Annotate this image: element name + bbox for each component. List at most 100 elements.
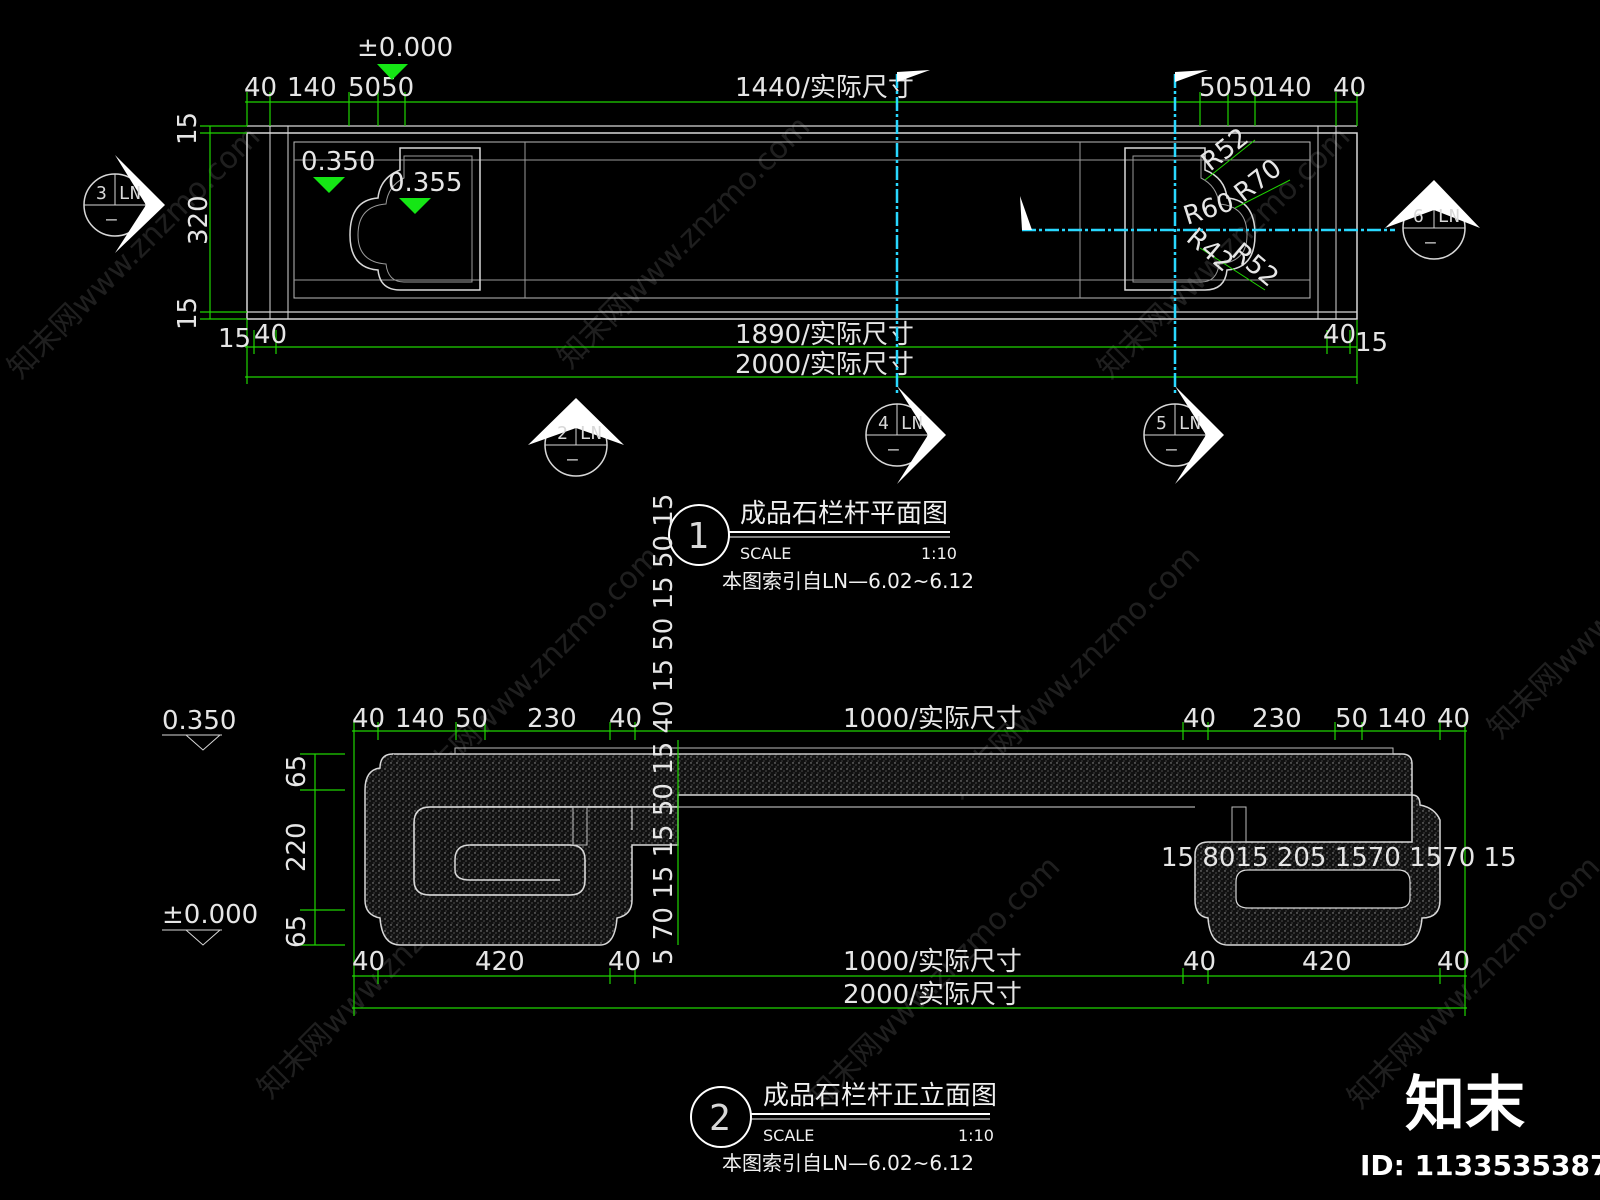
plan-dim-140: 140 <box>287 73 337 103</box>
elev-dim: 40 <box>608 947 641 977</box>
plan-dim-5050-right: 5050 <box>1199 73 1265 103</box>
elev-dim: 40 <box>352 704 385 734</box>
plan-scale-value: 1:10 <box>921 544 957 563</box>
elevation-top-rail <box>392 753 1413 808</box>
brand-id: ID: 1133535387 <box>1360 1149 1600 1182</box>
plan-dim-15-top: 15 <box>173 112 203 145</box>
elevation-scale-value: 1:10 <box>958 1126 994 1145</box>
svg-text:—: — <box>567 449 578 470</box>
svg-text:2: 2 <box>557 423 568 444</box>
plan-level-0350: 0.350 <box>301 147 375 177</box>
plan-dim-15-br: 15 <box>1355 328 1388 358</box>
elev-level-0350: 0.350 <box>162 706 236 736</box>
plan-dimension-lines <box>200 92 1358 384</box>
plan-dim-15-bl: 15 <box>218 324 251 354</box>
plan-outline <box>246 132 1358 320</box>
elev-dim: 140 <box>1377 704 1427 734</box>
elevation-title-block: 2 成品石栏杆正立面图 SCALE 1:10 本图索引自LN—6.02~6.12 <box>690 1081 997 1175</box>
radius-leaders <box>1199 139 1291 291</box>
plan-title-block: 1 成品石栏杆平面图 SCALE 1:10 本图索引自LN—6.02~6.12 <box>668 499 974 593</box>
section-symbol-2: 2 LN — <box>528 398 624 477</box>
elev-dim: 420 <box>475 947 525 977</box>
elev-level-0000: ±0.000 <box>162 900 258 930</box>
plan-dim-40-right: 40 <box>1333 73 1366 103</box>
elev-dim-65-top: 65 <box>282 755 312 788</box>
elev-dim: 230 <box>527 704 577 734</box>
elev-dim: 140 <box>395 704 445 734</box>
plan-dim-15-bottom: 15 <box>173 297 203 330</box>
svg-text:—: — <box>1166 439 1177 460</box>
elev-dim: 40 <box>1437 947 1470 977</box>
svg-text:5: 5 <box>1156 413 1167 434</box>
level-marker-icon <box>313 177 345 193</box>
section-symbol-4: 4 LN — <box>865 386 946 484</box>
watermark: 知末网www.znzmo.com <box>1481 479 1600 745</box>
plan-title-number: 1 <box>687 516 709 557</box>
plan-view: 40 140 5050 1440/实际尺寸 5050 140 40 15 320… <box>83 33 1480 593</box>
cut-flag-icon <box>897 70 930 82</box>
elev-dim-right-stack: 15 8015 205 1570 1570 15 <box>1161 843 1517 873</box>
cut-flag-icon <box>1175 70 1208 82</box>
elev-dim: 40 <box>609 704 642 734</box>
svg-text:LN: LN <box>580 423 602 444</box>
elev-dim-65-bottom: 65 <box>282 915 312 948</box>
elev-dim-220: 220 <box>282 822 312 872</box>
section-symbol-3: 3 LN — <box>83 155 165 253</box>
elev-dim: 230 <box>1252 704 1302 734</box>
elev-dim: 40 <box>1183 704 1216 734</box>
watermark-layer: 知末网www.znzmo.com 知末网www.znzmo.com 知末网www… <box>1 109 1600 1115</box>
elevation-dimension-lines <box>300 722 1467 1016</box>
plan-dim-1890: 1890/实际尺寸 <box>735 320 914 350</box>
svg-text:LN: LN <box>901 413 923 434</box>
svg-text:3: 3 <box>96 183 107 204</box>
elev-dim: 50 <box>1335 704 1368 734</box>
elev-dim-vertical-stack: 5 70 15 15 50 15 40 15 50 15 50 15 <box>649 494 679 965</box>
plan-title: 成品石栏杆平面图 <box>740 499 948 529</box>
brand-logo: 知末 <box>1405 1070 1525 1140</box>
elevation-view: 40 140 50 230 40 1000/实际尺寸 40 230 50 140… <box>162 494 1517 1175</box>
svg-text:LN: LN <box>119 183 141 204</box>
plan-dim-140-right: 140 <box>1262 73 1312 103</box>
svg-text:6: 6 <box>1413 206 1424 227</box>
svg-text:LN: LN <box>1438 206 1460 227</box>
plan-left-cartouche <box>349 147 481 291</box>
elev-dim: 40 <box>1437 704 1470 734</box>
elevation-scale-label: SCALE <box>763 1126 814 1145</box>
svg-text:—: — <box>1425 232 1436 253</box>
level-marker-icon <box>399 198 431 214</box>
svg-text:—: — <box>106 209 117 230</box>
elev-dim: 40 <box>1183 947 1216 977</box>
elev-dim: 50 <box>455 704 488 734</box>
elevation-reference: 本图索引自LN—6.02~6.12 <box>722 1151 974 1175</box>
plan-right-cartouche <box>1124 147 1256 291</box>
section-symbol-5: 5 LN — <box>1143 386 1224 484</box>
elev-dim-2000: 2000/实际尺寸 <box>843 980 1022 1010</box>
plan-reference: 本图索引自LN—6.02~6.12 <box>722 569 974 593</box>
level-marker-icon <box>377 64 408 80</box>
section-symbol-6: 6 LN — <box>1385 180 1480 260</box>
plan-dim-1440: 1440/实际尺寸 <box>735 73 914 103</box>
cut-flag-icon <box>1020 196 1032 230</box>
elev-dim-1000: 1000/实际尺寸 <box>843 704 1022 734</box>
elevation-title: 成品石栏杆正立面图 <box>763 1081 997 1111</box>
plan-dim-40-br: 40 <box>1323 320 1356 350</box>
section-cut-lines <box>895 74 1395 395</box>
elev-dim: 40 <box>352 947 385 977</box>
svg-text:—: — <box>888 439 899 460</box>
plan-level-top: ±0.000 <box>357 33 453 63</box>
plan-dim-2000: 2000/实际尺寸 <box>735 350 914 380</box>
svg-text:LN: LN <box>1179 413 1201 434</box>
elev-dim: 420 <box>1302 947 1352 977</box>
plan-dim-320: 320 <box>184 195 214 245</box>
plan-dim-5050: 5050 <box>348 73 414 103</box>
plan-dim-40: 40 <box>244 73 277 103</box>
level-marker-icon <box>185 734 221 751</box>
elevation-title-number: 2 <box>709 1098 731 1139</box>
level-marker-icon <box>185 929 221 946</box>
plan-scale-label: SCALE <box>740 544 791 563</box>
plan-dim-40-bl: 40 <box>254 320 287 350</box>
plan-level-0355: 0.355 <box>388 168 462 198</box>
elev-dim-1000-bottom: 1000/实际尺寸 <box>843 947 1022 977</box>
svg-text:4: 4 <box>878 413 889 434</box>
